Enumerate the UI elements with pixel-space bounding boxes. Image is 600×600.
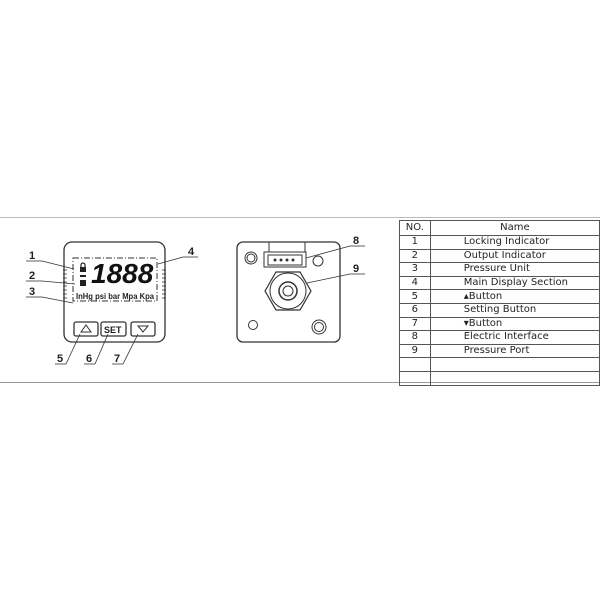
table-header-row: NO. Name [399, 220, 600, 236]
up-arrow-icon [80, 324, 92, 333]
down-arrow-icon [136, 325, 150, 333]
header-no: NO. [399, 220, 431, 236]
callout-3: 3 [29, 286, 35, 298]
set-button[interactable] [100, 321, 127, 337]
table-row [399, 370, 600, 386]
pressure-port [264, 271, 312, 311]
row-number: 6 [399, 302, 431, 318]
grip-left [63, 269, 67, 299]
row-number: 3 [399, 262, 431, 277]
table-row: 7▾Button [399, 316, 600, 332]
output-indicator-icon [80, 275, 86, 277]
row-number: 4 [399, 275, 431, 291]
down-button[interactable] [130, 321, 156, 337]
mounting-hole [244, 251, 258, 265]
header-name: Name [429, 220, 600, 236]
callout-6: 6 [86, 353, 92, 365]
mounting-hole [312, 255, 324, 267]
front-callout-lines [26, 256, 198, 365]
grip-right [162, 269, 166, 299]
up-button[interactable] [73, 321, 99, 337]
row-number: 1 [399, 235, 431, 250]
row-name [429, 357, 600, 372]
electric-interface-connector [263, 241, 307, 268]
front-view: 1888 InHg psi bar Mpa Kpa SET 1 2 3 4 5 … [26, 241, 198, 365]
mounting-hole [311, 319, 327, 335]
callout-5: 5 [57, 353, 63, 365]
pressure-units-label: InHg psi bar Mpa Kpa [76, 292, 155, 301]
table-row: 5▴Button [399, 289, 600, 304]
row-name [429, 370, 600, 386]
row-name: Electric Interface [429, 330, 600, 345]
row-name: Locking Indicator [429, 235, 600, 250]
row-name: ▴Button [429, 289, 600, 304]
callout-8: 8 [353, 235, 359, 247]
figure-frame [0, 217, 600, 383]
callout-4: 4 [188, 246, 195, 258]
back-view: 8 9 [236, 235, 365, 343]
callout-1: 1 [29, 250, 35, 262]
callout-2: 2 [29, 270, 35, 282]
row-name: ▾Button [429, 316, 600, 332]
row-name: Setting Button [429, 302, 600, 318]
row-number: 9 [399, 343, 431, 359]
lock-icon [80, 262, 86, 272]
row-name: Pressure Port [429, 343, 600, 359]
pressure-unit-icon [80, 280, 86, 286]
set-button-label: SET [104, 325, 122, 335]
row-number: 8 [399, 330, 431, 345]
row-name: Main Display Section [429, 275, 600, 291]
row-number [399, 357, 431, 372]
callout-7: 7 [114, 353, 120, 365]
row-number: 2 [399, 248, 431, 264]
callout-9: 9 [353, 263, 359, 275]
row-name: Output Indicator [429, 248, 600, 264]
table-row [399, 357, 600, 372]
row-name: Pressure Unit [429, 262, 600, 277]
main-display-digits: 1888 [91, 258, 154, 289]
mounting-hole [248, 320, 258, 330]
row-number [399, 370, 431, 386]
row-number: 7 [399, 316, 431, 332]
row-number: 5 [399, 289, 431, 304]
